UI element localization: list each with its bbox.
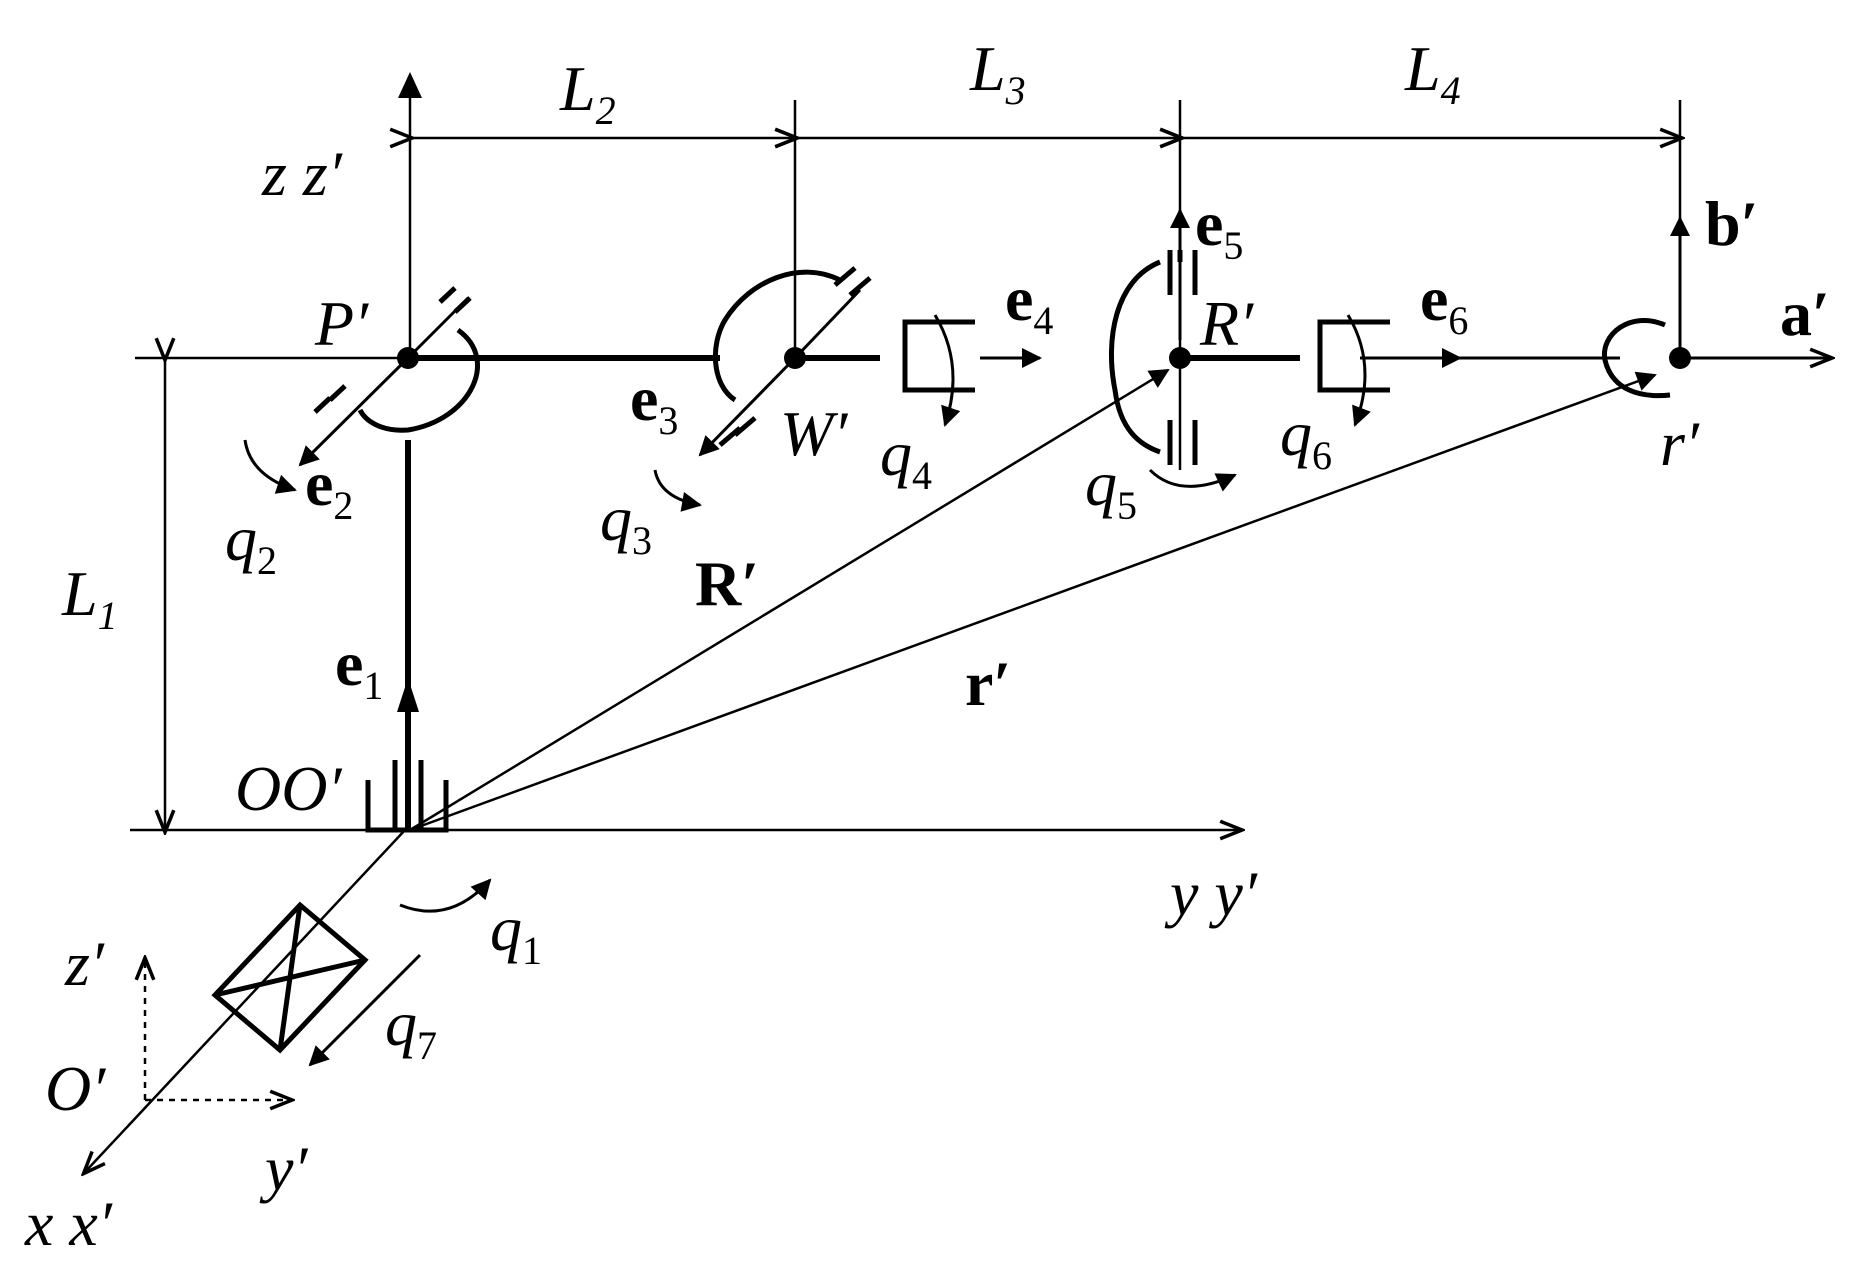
point-p-dot [397, 347, 419, 369]
label-r-vec: R′ [695, 548, 759, 619]
label-e5: e5 [1195, 188, 1243, 268]
label-w: W′ [780, 398, 848, 469]
label-l1: L1 [61, 558, 118, 638]
robot-links [405, 355, 1300, 830]
label-y-small: y′ [259, 1133, 308, 1204]
label-q2: q2 [225, 503, 277, 583]
label-z-small: z′ [64, 928, 105, 999]
joint-w [712, 266, 872, 447]
q5-arrow [1148, 468, 1237, 492]
label-q7: q7 [385, 988, 437, 1068]
label-q6: q6 [1280, 398, 1332, 478]
label-l4: L4 [1404, 33, 1461, 113]
label-q4: q4 [880, 418, 932, 498]
label-e1: e1 [335, 628, 383, 708]
q7-arrow [308, 953, 422, 1067]
q3-arrow [653, 469, 702, 512]
gripper [1601, 318, 1671, 399]
thin-links [980, 208, 1830, 358]
point-r-dot [1169, 347, 1191, 369]
label-e6: e6 [1420, 263, 1468, 343]
w-axis-up [793, 288, 862, 360]
joint-r [1108, 250, 1198, 465]
point-w-dot [784, 347, 806, 369]
label-l2: L2 [559, 53, 616, 133]
label-e4: e4 [1005, 263, 1053, 343]
label-o-small: O′ [45, 1053, 106, 1124]
label-oo: OO′ [235, 753, 342, 824]
joint-q4 [902, 319, 975, 393]
point-rr-dot [1669, 347, 1691, 369]
z-axis-arrow [398, 72, 422, 98]
label-r: R′ [1199, 288, 1254, 359]
base-joint [365, 760, 449, 833]
p-axis-up [406, 296, 470, 360]
label-rr-vec: r′ [965, 648, 1011, 719]
label-rr: r′ [1660, 408, 1700, 479]
q1-arrow [399, 878, 492, 913]
dimension-lines [130, 82, 1680, 830]
label-q5: q5 [1085, 448, 1137, 528]
base-axes [85, 830, 1240, 1172]
label-a: a′ [1780, 278, 1830, 349]
label-b: b′ [1705, 188, 1759, 259]
label-q3: q3 [600, 483, 652, 563]
q2-arrow [243, 439, 297, 494]
q4-arrow [933, 314, 961, 427]
label-l3: L3 [969, 33, 1026, 113]
e2-arrow [298, 356, 410, 467]
joint-points [397, 347, 1691, 369]
q6-arrow [1346, 314, 1371, 427]
label-e3: e3 [630, 363, 678, 443]
small-frame [145, 960, 290, 1100]
prismatic-joint-q7 [211, 901, 369, 1054]
label-zz: z z′ [261, 138, 343, 209]
label-yy: y y′ [1164, 858, 1258, 929]
label-p: P′ [314, 288, 369, 359]
e1-arrow [397, 678, 419, 712]
position-vectors [409, 368, 1657, 832]
e3-arrow [698, 356, 797, 457]
joint-q6 [1317, 319, 1390, 393]
label-e2: e2 [305, 448, 353, 528]
label-q1: q1 [490, 893, 542, 973]
label-xx: x x′ [24, 1188, 113, 1259]
